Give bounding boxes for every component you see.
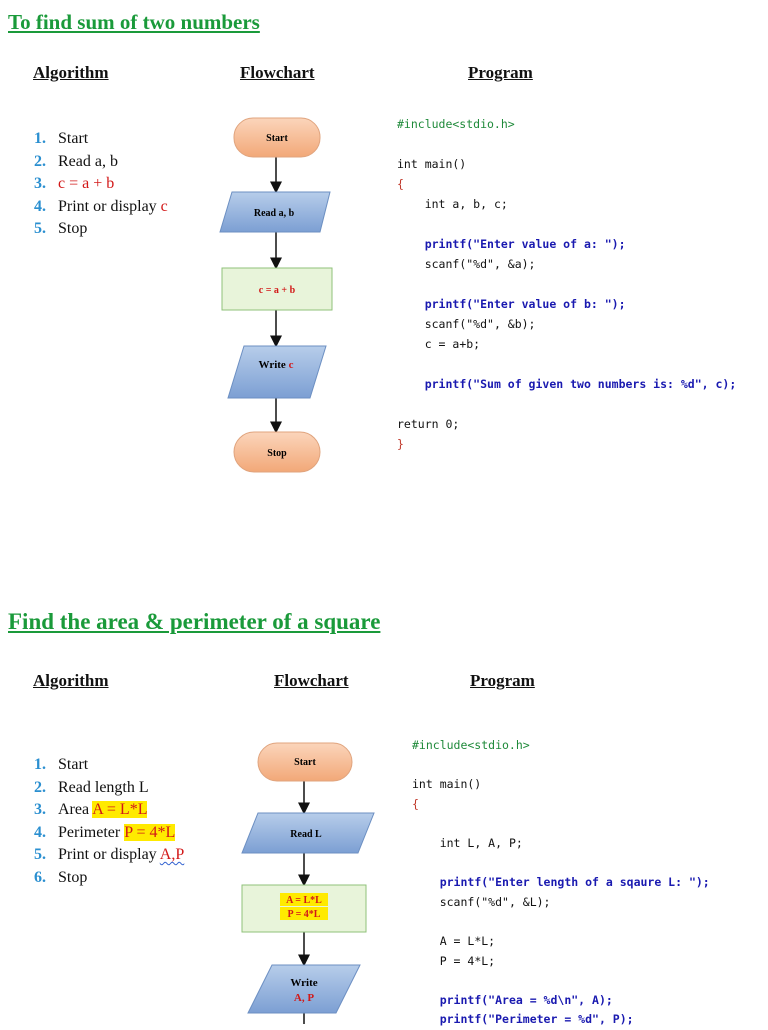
code-line: printf("Perimeter = %d", P); [439, 1012, 634, 1027]
process-highlight [280, 907, 328, 920]
flow-process-line1: A = L*L [286, 895, 322, 906]
algorithm-step: 3.c = a + b [34, 175, 115, 192]
section2-algorithm-list: 1.Start 2.Read length L 3.Area A = L*L 4… [34, 754, 184, 889]
code-line: #include<stdio.h> [397, 117, 515, 131]
code-line: scanf("%d", &L); [439, 894, 551, 909]
flow-process-label: c = a + b [259, 285, 296, 296]
flow-input-parallelogram [241, 812, 375, 854]
flow-start-label: Start [266, 133, 288, 144]
code-line: } [397, 437, 404, 451]
algorithm-step: 2.Read length L [34, 778, 149, 796]
section2-flowchart: Start Read L A = L*L P = 4*L Write A, P [241, 742, 375, 1024]
code-line: printf("Sum of given two numbers is: %d"… [424, 377, 737, 391]
flow-input-parallelogram [219, 191, 331, 233]
section1-flowchart-heading: Flowchart [240, 63, 315, 82]
algorithm-step: 5.Stop [34, 220, 88, 237]
code-line: int main() [412, 777, 482, 792]
code-line: int main() [397, 157, 467, 171]
code-line: printf("Enter length of a sqaure L: "); [439, 875, 710, 890]
algorithm-step: 2.Read a, b [34, 152, 118, 170]
flow-input-label: Read L [290, 829, 322, 840]
algorithm-step: 4.Print or display c [34, 197, 168, 215]
flow-output-parallelogram [227, 345, 327, 399]
algorithm-step: 3.Area A = L*L [34, 801, 148, 818]
algorithm-step: 6.Stop [34, 868, 88, 886]
flow-stop-label: Stop [267, 448, 287, 459]
section1-algorithm-heading: Algorithm [33, 63, 109, 82]
code-line: scanf("%d", &b); [424, 317, 536, 331]
process-highlight [280, 893, 328, 906]
algorithm-step: 4.Perimeter P = 4*L [34, 823, 176, 841]
code-line: { [397, 177, 404, 191]
code-line: c = a+b; [424, 337, 481, 351]
section1-algorithm-list: 1.Start 2.Read a, b 3.c = a + b 4.Print … [34, 128, 168, 241]
code-line: P = 4*L; [439, 953, 496, 968]
code-line: printf("Area = %d\n", A); [439, 992, 613, 1007]
section2-code-block: #include<stdio.h> int main() { int L, A,… [412, 736, 710, 1030]
algorithm-step: 1.Start [34, 130, 89, 147]
flow-start-label: Start [294, 757, 316, 768]
code-line: scanf("%d", &a); [424, 257, 536, 271]
code-line: { [412, 796, 419, 811]
code-line: printf("Enter value of b: "); [424, 297, 626, 311]
flow-stop-terminal [233, 431, 321, 473]
flow-output-line1: Write [290, 977, 317, 989]
section2-algorithm-heading: Algorithm [33, 671, 109, 690]
flow-start-terminal [257, 742, 353, 782]
flow-start-terminal [233, 117, 321, 158]
section1-title: To find sum of two numbers [8, 10, 260, 34]
section1-program-heading: Program [468, 63, 533, 82]
code-line: A = L*L; [439, 933, 496, 948]
code-line: #include<stdio.h> [412, 738, 530, 752]
code-line: return 0; [397, 417, 460, 431]
code-line: printf("Enter value of a: "); [424, 237, 626, 251]
flow-process-line2: P = 4*L [288, 909, 321, 920]
flow-output-label: Write c [259, 359, 294, 371]
section1-code-block: #include<stdio.h> int main() { int a, b,… [397, 114, 736, 454]
code-line: int L, A, P; [439, 835, 523, 850]
algorithm-step: 5.Print or display A,P [34, 846, 185, 863]
flow-process-box [221, 267, 333, 311]
flow-output-line2: A, P [294, 992, 314, 1004]
section2-flowchart-heading: Flowchart [274, 671, 349, 690]
flow-input-label: Read a, b [254, 208, 295, 219]
algorithm-step: 1.Start [34, 756, 89, 773]
flow-output-parallelogram [247, 964, 361, 1014]
code-line: int a, b, c; [424, 197, 508, 211]
section2-title: Find the area & perimeter of a square [8, 609, 381, 634]
section1-flowchart: Start Read a, b c = a + b Write c Stop [219, 117, 333, 473]
section2-program-heading: Program [470, 671, 535, 690]
